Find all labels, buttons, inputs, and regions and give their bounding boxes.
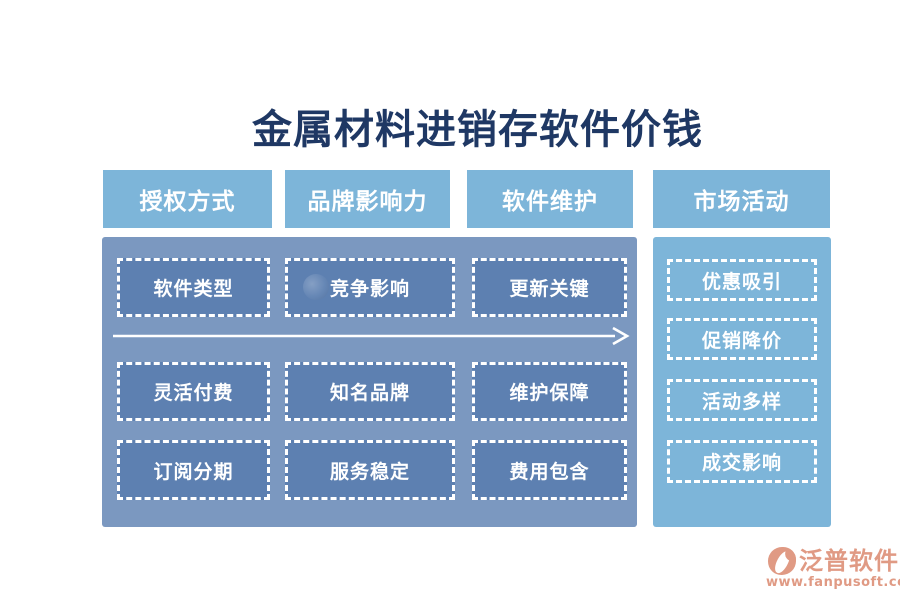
header-label: 软件维护: [502, 189, 598, 215]
header-label: 品牌影响力: [307, 189, 428, 215]
flow-arrow-icon: [113, 326, 630, 346]
box-label: 费用包含: [509, 460, 590, 483]
watermark-logo-icon: [303, 274, 329, 300]
box-label: 服务稳定: [329, 460, 410, 483]
box-label: 活动多样: [701, 390, 782, 413]
header-market-activity: 市场活动: [653, 170, 830, 228]
header-software-maintenance: 软件维护: [467, 170, 633, 228]
header-label: 市场活动: [693, 189, 790, 215]
page-title: 金属材料进销存软件价钱: [252, 106, 703, 153]
box-competition-influence: 竞争影响: [285, 258, 455, 317]
header-brand-influence: 品牌影响力: [285, 170, 450, 228]
box-label: 竞争影响: [329, 278, 410, 300]
box-label: 促销降价: [701, 329, 782, 352]
fanpu-logo-icon: [768, 547, 796, 575]
box-promotion-price-cut: 促销降价: [667, 318, 817, 360]
box-update-key: 更新关键: [472, 258, 627, 317]
box-maintenance-guarantee: 维护保障: [472, 362, 627, 421]
box-subscription-installment: 订阅分期: [117, 440, 270, 500]
brand-name: 泛普软件: [799, 547, 899, 575]
box-flexible-payment: 灵活付费: [117, 362, 270, 421]
box-label: 成交影响: [701, 452, 782, 474]
box-label: 更新关键: [509, 278, 590, 300]
header-authorization-method: 授权方式: [103, 170, 272, 228]
box-label: 知名品牌: [329, 382, 410, 404]
box-software-type: 软件类型: [117, 258, 270, 317]
box-diverse-activities: 活动多样: [667, 379, 817, 421]
box-fee-included: 费用包含: [472, 440, 627, 500]
box-label: 软件类型: [153, 278, 234, 300]
header-label: 授权方式: [139, 189, 236, 215]
box-label: 维护保障: [509, 382, 590, 404]
box-discount-attraction: 优惠吸引: [667, 259, 817, 301]
market-activity-panel: [653, 237, 831, 527]
box-famous-brand: 知名品牌: [285, 362, 455, 421]
box-stable-service: 服务稳定: [285, 440, 455, 500]
box-label: 灵活付费: [153, 382, 234, 404]
box-label: 优惠吸引: [701, 270, 782, 293]
box-deal-influence: 成交影响: [667, 440, 817, 483]
brand-url: www.fanpusoft.com: [766, 575, 900, 590]
box-label: 订阅分期: [153, 460, 234, 483]
